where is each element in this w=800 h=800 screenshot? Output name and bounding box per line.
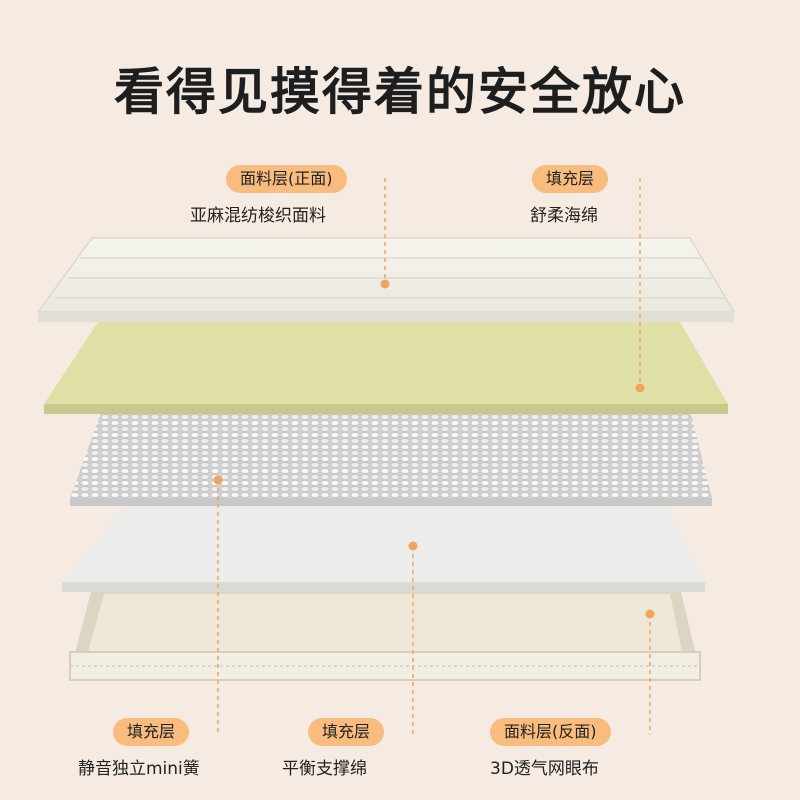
mini-spring-layer: [70, 410, 712, 506]
desc-sponge: 舒柔海绵: [530, 206, 598, 226]
dot-springs: [213, 475, 223, 485]
dot-bottom-fabric: [645, 609, 655, 619]
page-title: 看得见摸得着的安全放心: [114, 63, 686, 121]
badge-sponge: 填充层: [532, 165, 609, 193]
bottom-mesh-layer: [69, 588, 701, 681]
support-foam-layer: [62, 505, 705, 592]
desc-springs: 静音独立mini簧: [78, 759, 200, 779]
soft-sponge-layer: [44, 322, 728, 414]
badge-support-foam: 填充层: [308, 718, 385, 746]
desc-support-foam: 平衡支撑绵: [282, 759, 367, 779]
desc-top-fabric: 亚麻混纺梭织面料: [190, 206, 326, 226]
top-fabric-layer: [36, 237, 736, 322]
dot-top-fabric: [380, 279, 390, 289]
badge-springs: 填充层: [113, 718, 190, 746]
badge-top-fabric: 面料层(正面): [226, 165, 347, 193]
dot-support-foam: [408, 541, 418, 551]
dot-sponge: [635, 383, 645, 393]
badge-bottom-fabric: 面料层(反面): [490, 718, 611, 746]
desc-bottom-fabric: 3D透气网眼布: [490, 759, 599, 779]
